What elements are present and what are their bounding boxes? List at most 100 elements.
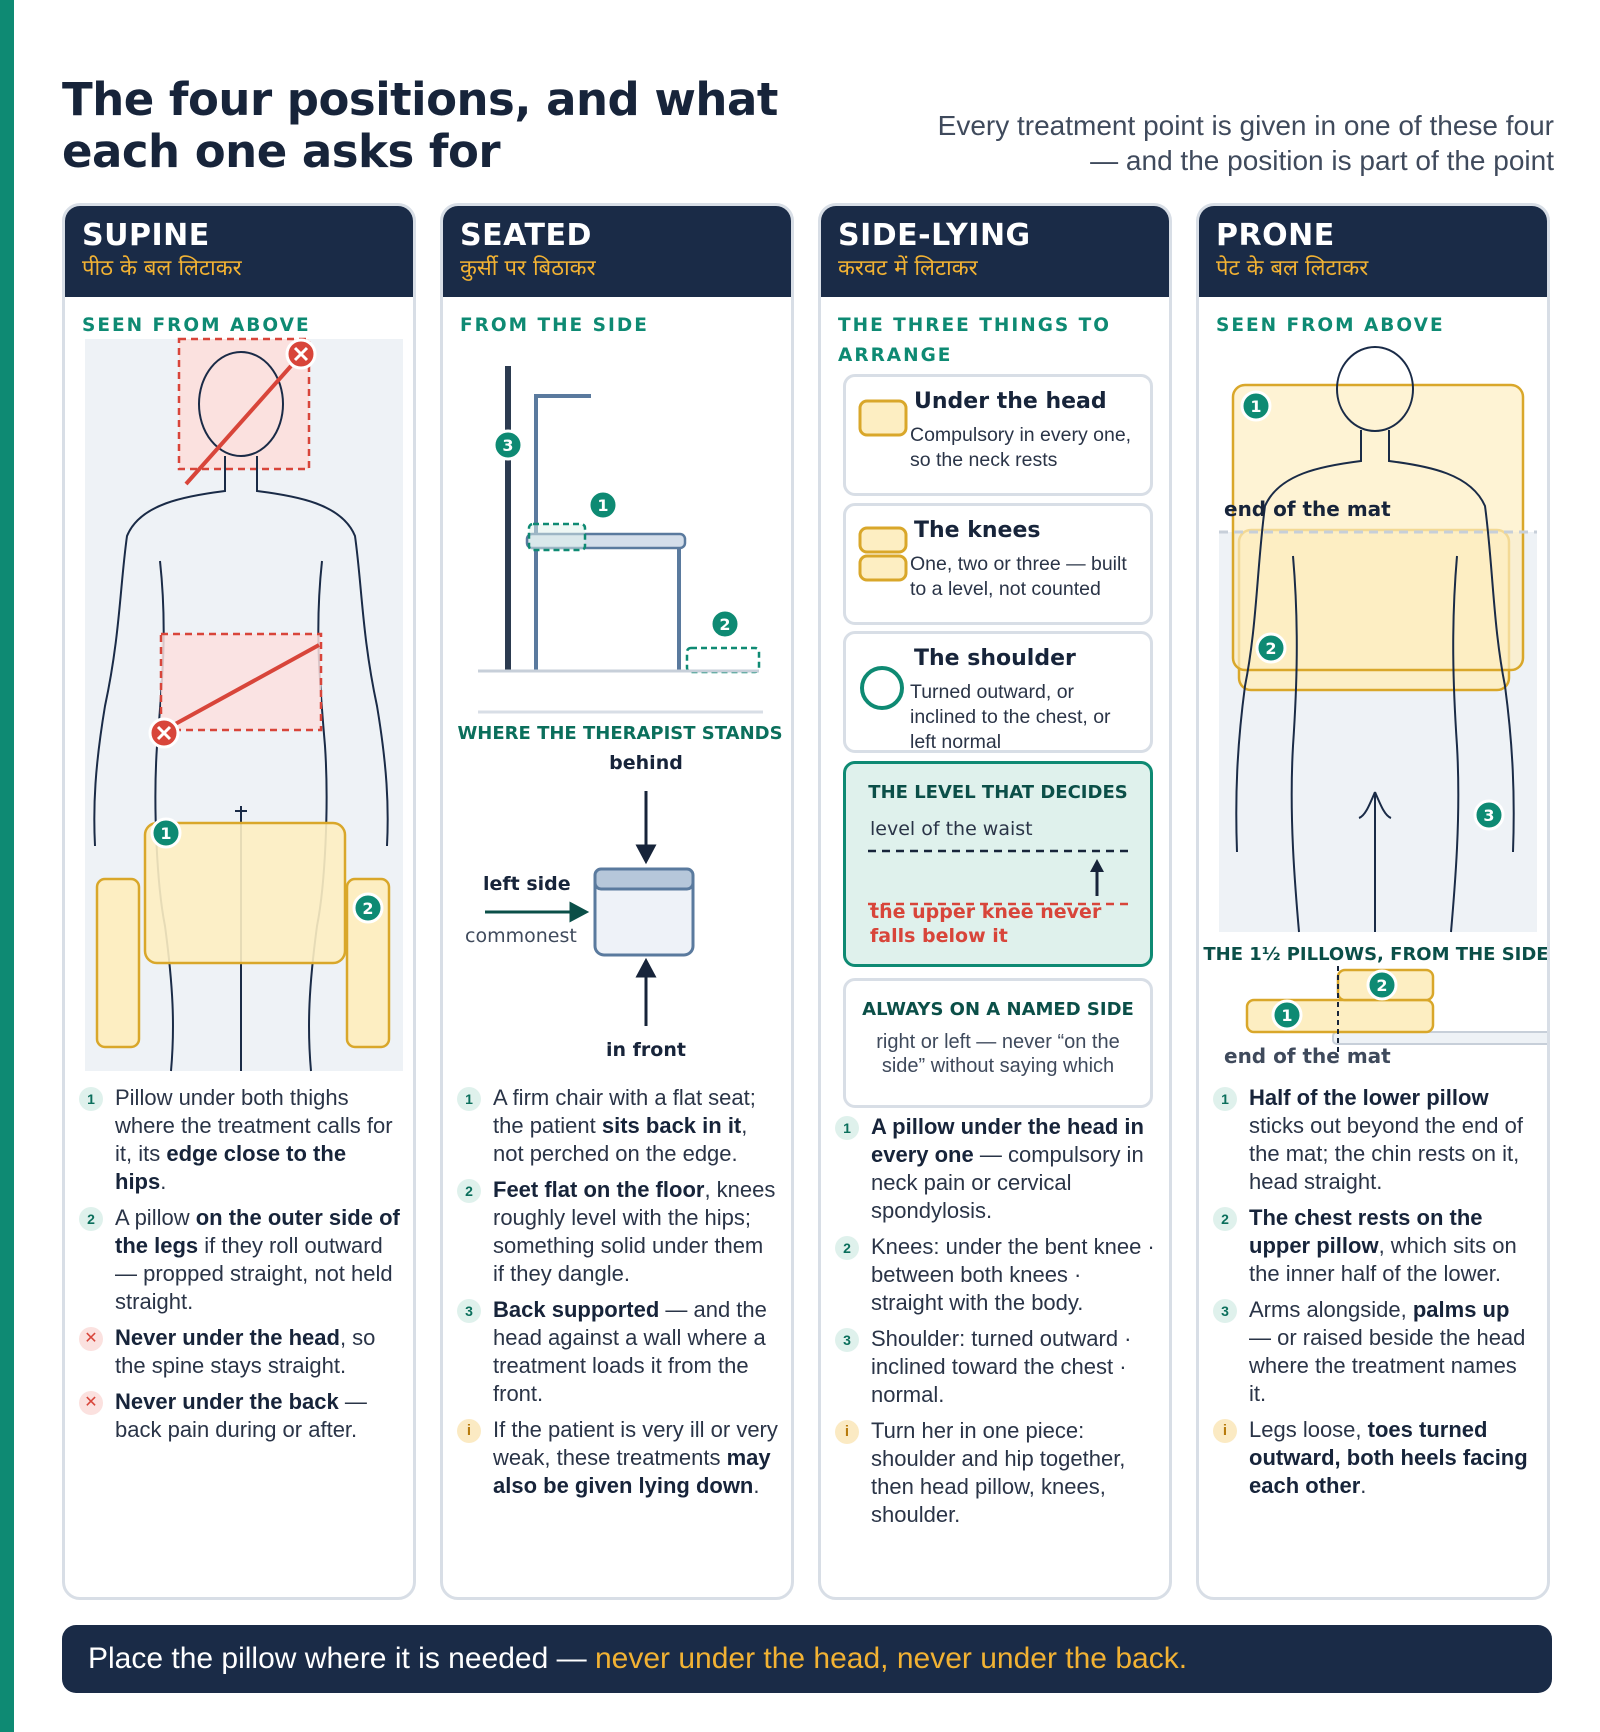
item-text: — compulsory in neck pain or cervical sp… [871, 1142, 1144, 1223]
mat-sideview [1332, 1031, 1547, 1045]
card-header: SUPINE पीठ के बल लिटाकर [65, 206, 413, 297]
item-text: — or raised beside the head where the tr… [1249, 1325, 1526, 1406]
card-title: SEATED [460, 218, 592, 253]
foot-support-zone [685, 646, 761, 674]
card-title: SUPINE [82, 218, 210, 253]
item-text: A pillow [115, 1205, 196, 1230]
label-in-front: in front [606, 1039, 686, 1061]
box-title: Under the head [914, 389, 1107, 414]
label-behind: behind [609, 752, 683, 774]
body-outline [1235, 346, 1515, 933]
card-subtitle-hindi: पेट के बल लिटाकर [1216, 256, 1369, 281]
page-subtitle: Every treatment point is given in one of… [937, 110, 1554, 176]
item-text: Turn her in one piece: shoulder and hip … [871, 1418, 1126, 1527]
svg-text:3: 3 [1483, 806, 1494, 825]
accent-strip [0, 0, 14, 1732]
item-text: . [753, 1473, 760, 1498]
card-kicker: SEEN FROM ABOVE [1216, 315, 1445, 336]
arrange-box-shoulder: The shoulder Turned outward, or inclined… [843, 631, 1153, 753]
info-icon: i [1213, 1419, 1237, 1443]
right-leg-side-pillow [345, 877, 391, 1049]
badge: 1 [79, 1087, 103, 1111]
item-text: A firm chair with a flat seat; the patie… [493, 1085, 756, 1138]
svg-text:3: 3 [502, 436, 513, 455]
level-box: THE LEVEL THAT DECIDES level of the wais… [843, 761, 1153, 967]
stacked-pillows-icon [858, 526, 908, 582]
badge: 3 [835, 1328, 859, 1352]
level-lines-diagram [868, 849, 1128, 906]
badge-x-icon: ✕ [79, 1327, 103, 1351]
badge: 2 [457, 1179, 481, 1203]
item-bold: A pillow under the head in every one [871, 1114, 1144, 1167]
item-text: Knees: under the bent knee · between bot… [871, 1234, 1155, 1315]
forbidden-back-zone [159, 632, 323, 732]
footer-highlight: never under the head, never under the ba… [594, 1642, 1188, 1675]
prone-figure-diagram: 1 2 3 1 2 [1219, 346, 1547, 1054]
item-text: . [1360, 1473, 1367, 1498]
label-commonest: commonest [465, 925, 577, 947]
item-bold: toes turned outward, both heels facing e… [1249, 1417, 1528, 1498]
item-bold: Never under the back [115, 1389, 339, 1414]
item-bold: on the outer side of the legs [115, 1205, 400, 1258]
card-kicker: FROM THE SIDE [460, 315, 649, 336]
label-end-of-mat-side: end of the mat [1224, 1044, 1391, 1068]
svg-text:1: 1 [1281, 1006, 1292, 1025]
marker-2-icon: 2 [1255, 632, 1287, 664]
card-kicker: SEEN FROM ABOVE [82, 315, 311, 336]
item-bold: The chest rests on the upper pillow [1249, 1205, 1483, 1258]
arrow-behind-icon [635, 791, 657, 865]
badge-x-icon: ✕ [79, 1391, 103, 1415]
named-side-box: ALWAYS ON A NAMED SIDE right or left — n… [843, 978, 1153, 1108]
card-header: SEATED कुर्सी पर बिठाकर [443, 206, 791, 297]
x-marker-head-icon [285, 338, 317, 370]
item-text: Arms alongside, [1249, 1297, 1413, 1322]
item-text: , which sits on the inner half of the lo… [1249, 1233, 1517, 1286]
svg-text:1: 1 [1250, 397, 1261, 416]
level-title: THE LEVEL THAT DECIDES [868, 782, 1128, 803]
seated-chair-diagram: 3 1 2 [478, 366, 763, 1026]
item-bold: edge close to the hips [115, 1141, 347, 1194]
list-item: 2 The chest rests on the upper pillow, wh… [1213, 1204, 1535, 1288]
list-item: 3 Shoulder: turned outward · inclined tow… [835, 1325, 1157, 1409]
supine-figure-diagram: 1 2 [85, 337, 403, 1072]
item-bold: Back supported [493, 1297, 660, 1322]
svg-text:2: 2 [1265, 639, 1276, 658]
marker-3-icon: 3 [492, 429, 524, 461]
svg-text:1: 1 [160, 824, 171, 843]
badge: 2 [1213, 1207, 1237, 1231]
card-prone: PRONE पेट के बल लिटाकर SEEN FROM ABOVE 1… [1196, 203, 1550, 1600]
info-icon: i [457, 1419, 481, 1443]
card-subtitle-hindi: कुर्सी पर बिठाकर [460, 256, 596, 281]
item-text: if they roll outward — propped straight,… [115, 1233, 393, 1314]
marker-3-icon: 3 [1473, 799, 1505, 831]
badge: 1 [1213, 1087, 1237, 1111]
seat-support-zone [527, 522, 587, 552]
thigh-pillow [143, 821, 347, 965]
card-title: PRONE [1216, 218, 1335, 253]
marker-1-icon: 1 [150, 817, 182, 849]
item-text: Shoulder: turned outward · inclined towa… [871, 1326, 1132, 1407]
svg-text:2: 2 [719, 615, 730, 634]
chair-outline [534, 394, 681, 671]
label-end-of-mat: end of the mat [1224, 497, 1391, 521]
card-seated: SEATED कुर्सी पर बिठाकर FROM THE SIDE 3 … [440, 203, 794, 1600]
chair-backrest-topview [593, 867, 695, 891]
card-header: PRONE पेट के बल लिटाकर [1199, 206, 1547, 297]
item-bold: may also be given lying down [493, 1445, 771, 1498]
item-bold: sits back in it [601, 1113, 742, 1138]
box-title: The knees [914, 518, 1041, 543]
arrow-up-icon [1090, 859, 1104, 896]
badge: 2 [835, 1236, 859, 1260]
level-waist-label: level of the waist [870, 818, 1033, 840]
named-text: right or left — never “on the side” with… [876, 1031, 1120, 1077]
badge: 3 [1213, 1299, 1237, 1323]
level-knee-label: the upper knee never falls below it [870, 901, 1102, 947]
